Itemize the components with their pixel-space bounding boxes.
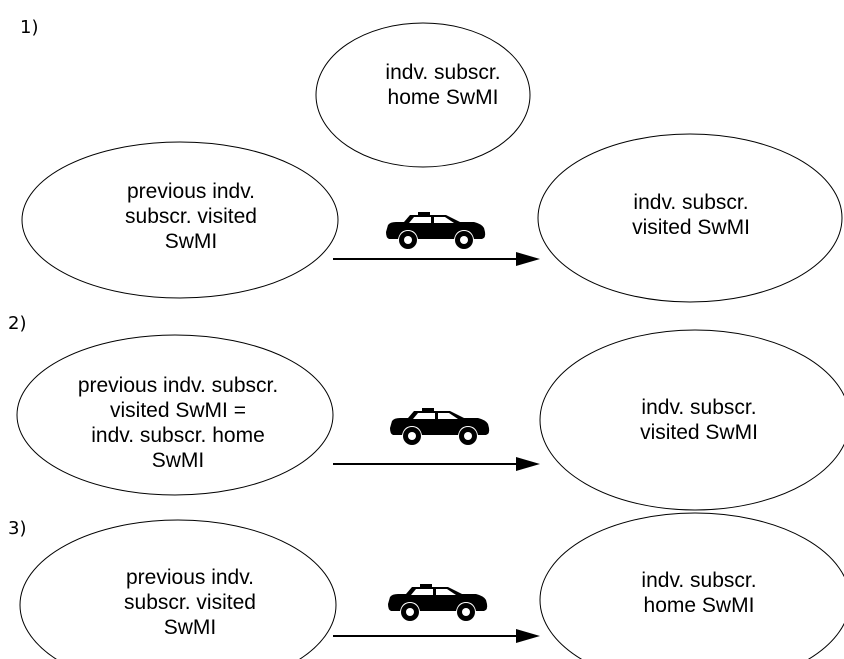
node-target-1	[537, 133, 843, 303]
arrow-head-icon	[516, 457, 540, 471]
source-swmi-label: previous indv. subscr. visited SwMI = in…	[77, 374, 279, 472]
source-swmi-label: previous indv. subscr. visited SwMI	[124, 566, 256, 639]
scenario-label: 2)	[8, 313, 27, 334]
arrow-head-icon	[516, 629, 540, 643]
scenario-label: 1)	[20, 17, 39, 38]
node-source-3	[19, 519, 337, 659]
node-home-swmi-1	[315, 22, 531, 168]
target-swmi-label: indv. subscr. visited SwMI	[632, 191, 750, 239]
node-source-2	[16, 334, 334, 496]
scenario-label: 3)	[8, 518, 27, 539]
target-swmi-label: indv. subscr. visited SwMI	[640, 396, 758, 444]
car-icon	[386, 212, 486, 249]
home-swmi-label: indv. subscr. home SwMI	[385, 61, 501, 109]
car-icon	[388, 584, 488, 621]
arrow-head-icon	[516, 252, 540, 266]
node-target-2	[539, 329, 844, 511]
car-icon	[390, 408, 490, 445]
node-target-3	[539, 512, 844, 659]
target-swmi-label: indv. subscr. home SwMI	[641, 569, 757, 617]
source-swmi-label: previous indv. subscr. visited SwMI	[125, 180, 257, 253]
node-source-1	[21, 141, 339, 299]
